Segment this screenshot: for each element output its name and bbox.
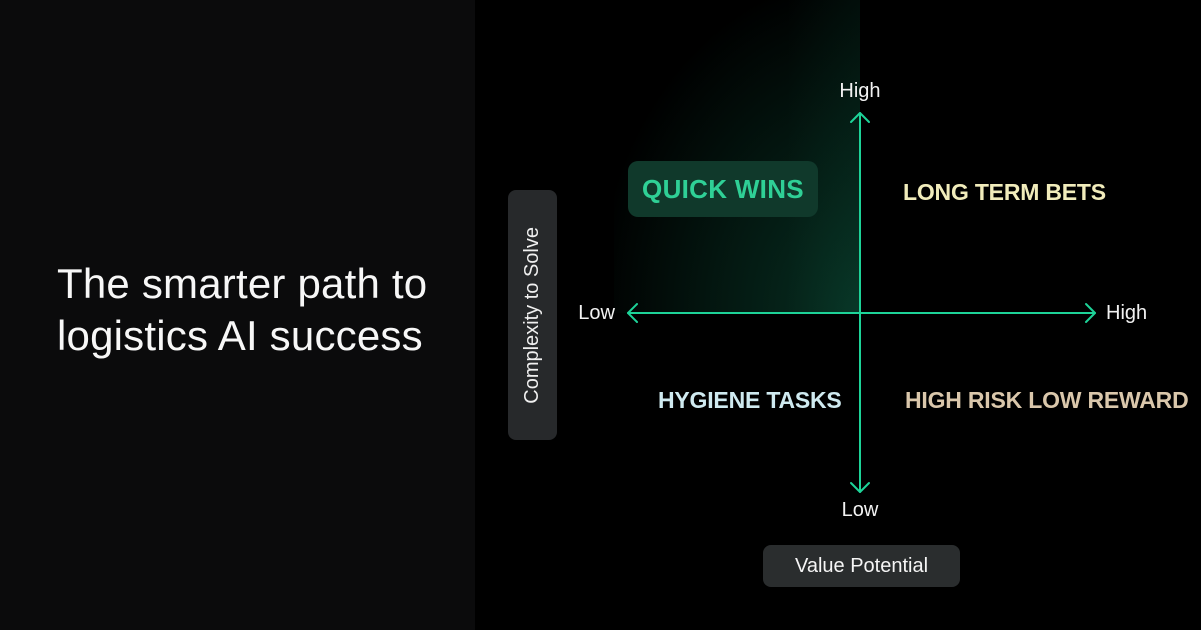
left-panel: The smarter path to logistics AI success [0,0,475,630]
y-axis-high-label: High [839,80,881,102]
y-axis-title: Complexity to Solve [521,226,543,404]
arrowhead-up-icon [850,112,870,123]
page-title: The smarter path to logistics AI success [57,258,467,362]
quadrant-quick-wins-badge: QUICK WINS [628,161,818,217]
y-axis-arrow [850,112,870,493]
x-axis-title-box: Value Potential [763,545,960,587]
x-axis-title: Value Potential [794,554,929,577]
page-title-line-2: logistics AI success [57,312,423,359]
arrowhead-down-icon [850,482,870,493]
y-axis-title-box: Complexity to Solve [508,190,557,440]
quadrant-label-high-risk-low-reward: HIGH RISK LOW REWARD [905,387,1189,413]
quadrant-label-hygiene-tasks: HYGIENE TASKS [658,387,842,413]
quadrant-label-quick-wins: QUICK WINS [642,173,804,204]
arrowhead-right-icon [1085,303,1096,323]
x-axis-high-label: High [1106,302,1148,324]
quadrant-label-long-term-bets: LONG TERM BETS [903,179,1106,205]
arrowhead-left-icon [627,303,638,323]
x-axis-low-label: Low [578,302,615,324]
y-axis-low-label: Low [841,499,879,521]
x-axis-arrow [627,303,1096,323]
quadrant-chart-panel [475,0,1201,630]
page-title-line-1: The smarter path to [57,260,428,307]
